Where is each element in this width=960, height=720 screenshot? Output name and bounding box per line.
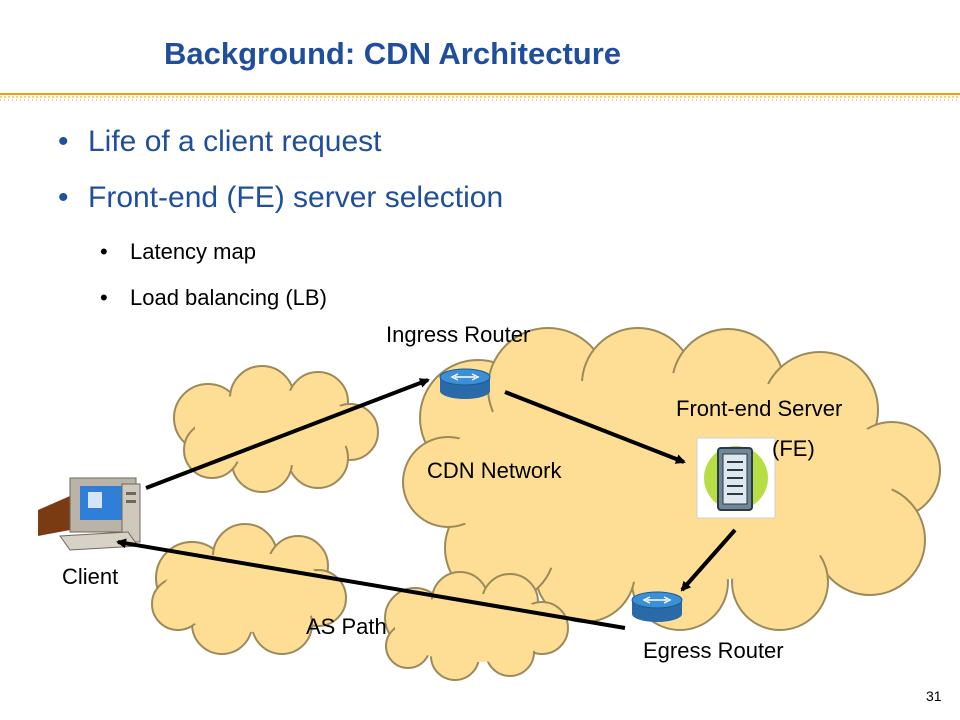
as-cloud [173,365,379,493]
client-label: Client [62,564,119,589]
front-end-server-abbrev-label: (FE) [772,436,815,461]
title-underline [0,93,960,101]
computer-icon [38,477,141,551]
arrow-egress-to-client [116,538,626,630]
router-icon [631,591,683,622]
arrow-fe-to-egress [680,528,737,592]
front-end-server-label: Front-end Server [676,396,843,421]
bullet-text: Front-end (FE) server selection [88,181,504,214]
bullet-text: Life of a client request [88,125,382,158]
arrow-client-to-ingress [145,378,430,490]
router-icon [439,368,491,399]
bullet-text: Load balancing (LB) [130,285,327,310]
bullet-list: • Life of a client request • Front-end (… [58,120,503,324]
page-number: 31 [926,688,942,704]
server-icon [696,437,776,519]
egress-router-label: Egress Router [643,638,784,663]
slide-title: Background: CDN Architecture [164,36,622,71]
arrow-ingress-to-fe [504,390,686,464]
bullet-item: • Life of a client request [58,120,503,176]
sub-bullet-item: • Latency map [58,232,503,278]
bullet-text: Latency map [130,239,256,264]
as-path-label: AS Path [306,614,387,639]
bullet-item: • Front-end (FE) server selection [58,176,503,232]
bullet-dot: • [58,125,69,158]
bullet-dot: • [100,239,108,264]
sub-bullet-item: • Load balancing (LB) [58,278,503,324]
cdn-network-label: CDN Network [427,458,562,483]
as-cloud [151,523,347,655]
ingress-router-label: Ingress Router [386,322,531,347]
bullet-dot: • [100,285,108,310]
bullet-dot: • [58,181,69,214]
